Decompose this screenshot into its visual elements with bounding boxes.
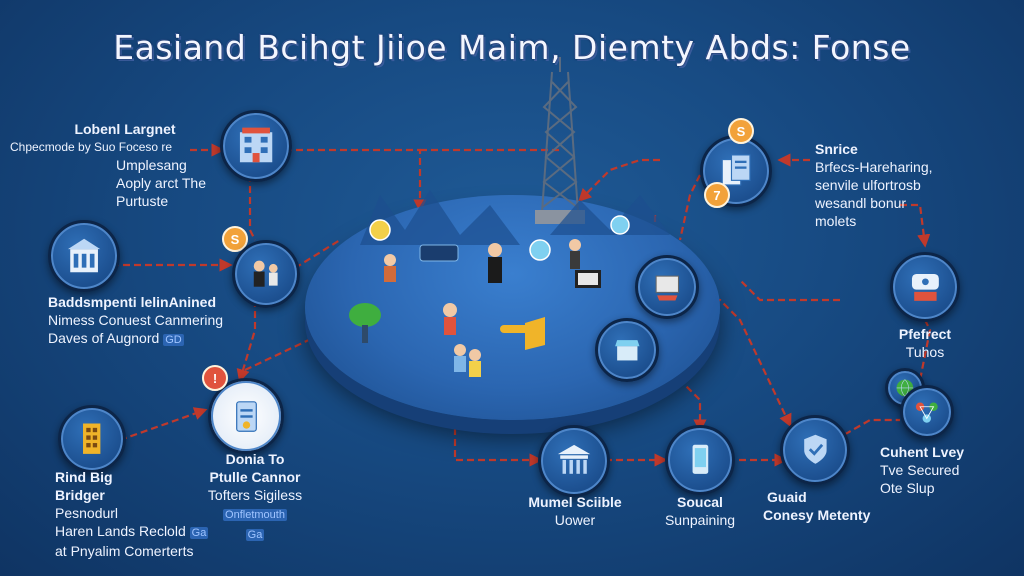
label-baddsm: Baddsmpenti lelinAnined Nimess Conuest C… <box>48 294 224 346</box>
node-tablet-cart[interactable] <box>635 255 699 319</box>
label-snrice: Snrice Brfecs-Hareharing, senvile ulfort… <box>815 141 933 229</box>
badge-right-second: 7 <box>704 182 730 208</box>
node-devices-network[interactable] <box>900 385 954 439</box>
chat-handshake-icon <box>911 273 939 301</box>
badge-top-right: S <box>728 118 754 144</box>
people-meeting-icon <box>254 260 278 288</box>
office-building-icon <box>239 127 273 163</box>
label-guaid: Guaid Conesy Metenty <box>763 489 871 523</box>
documents-icon <box>721 154 751 186</box>
label-rind: Rind Big Bridger Pesnodurl Haren Lands R… <box>55 469 209 559</box>
phone-icon <box>692 444 708 474</box>
label-pfefrect: Pfefrect Tuhos <box>898 326 952 360</box>
shop-stall-icon <box>614 339 640 361</box>
page-title: Easiand Bcihgt Jiioe Maim, Diemty Abds: … <box>113 28 911 67</box>
label-donia: Donia To Ptulle Cannor Tofters Sigiless … <box>207 451 303 541</box>
label-lobenl: Lobenl Largnet Chpecmode by Suo Foceso r… <box>10 121 207 209</box>
label-soucal: Soucal Sunpaining <box>664 494 736 528</box>
label-mumel: Mumel Sciible Uower <box>528 494 622 528</box>
node-chat-handshake[interactable] <box>890 252 960 322</box>
node-office[interactable] <box>220 110 292 182</box>
node-shop-stall[interactable] <box>595 318 659 382</box>
label-cuhent: Cuhent Lvey Tve Secured Ote Slup <box>880 444 965 496</box>
tablet-cart-icon <box>655 275 679 301</box>
island-scene-illustration <box>349 190 670 377</box>
node-document[interactable] <box>208 378 284 454</box>
node-meeting[interactable] <box>232 240 300 308</box>
badge-warning: ! <box>202 365 228 391</box>
document-badge-icon <box>235 400 257 432</box>
tower-building-icon <box>83 423 101 455</box>
node-phone[interactable] <box>665 425 735 495</box>
hand-shield-icon <box>803 434 827 464</box>
node-tower-building[interactable] <box>58 405 126 473</box>
node-city-hall[interactable] <box>48 220 120 292</box>
devices-network-icon <box>916 402 938 423</box>
city-hall-icon <box>67 238 101 273</box>
node-bank[interactable] <box>538 425 610 497</box>
bank-building-icon <box>557 444 591 474</box>
node-hand-shield[interactable] <box>780 415 850 485</box>
